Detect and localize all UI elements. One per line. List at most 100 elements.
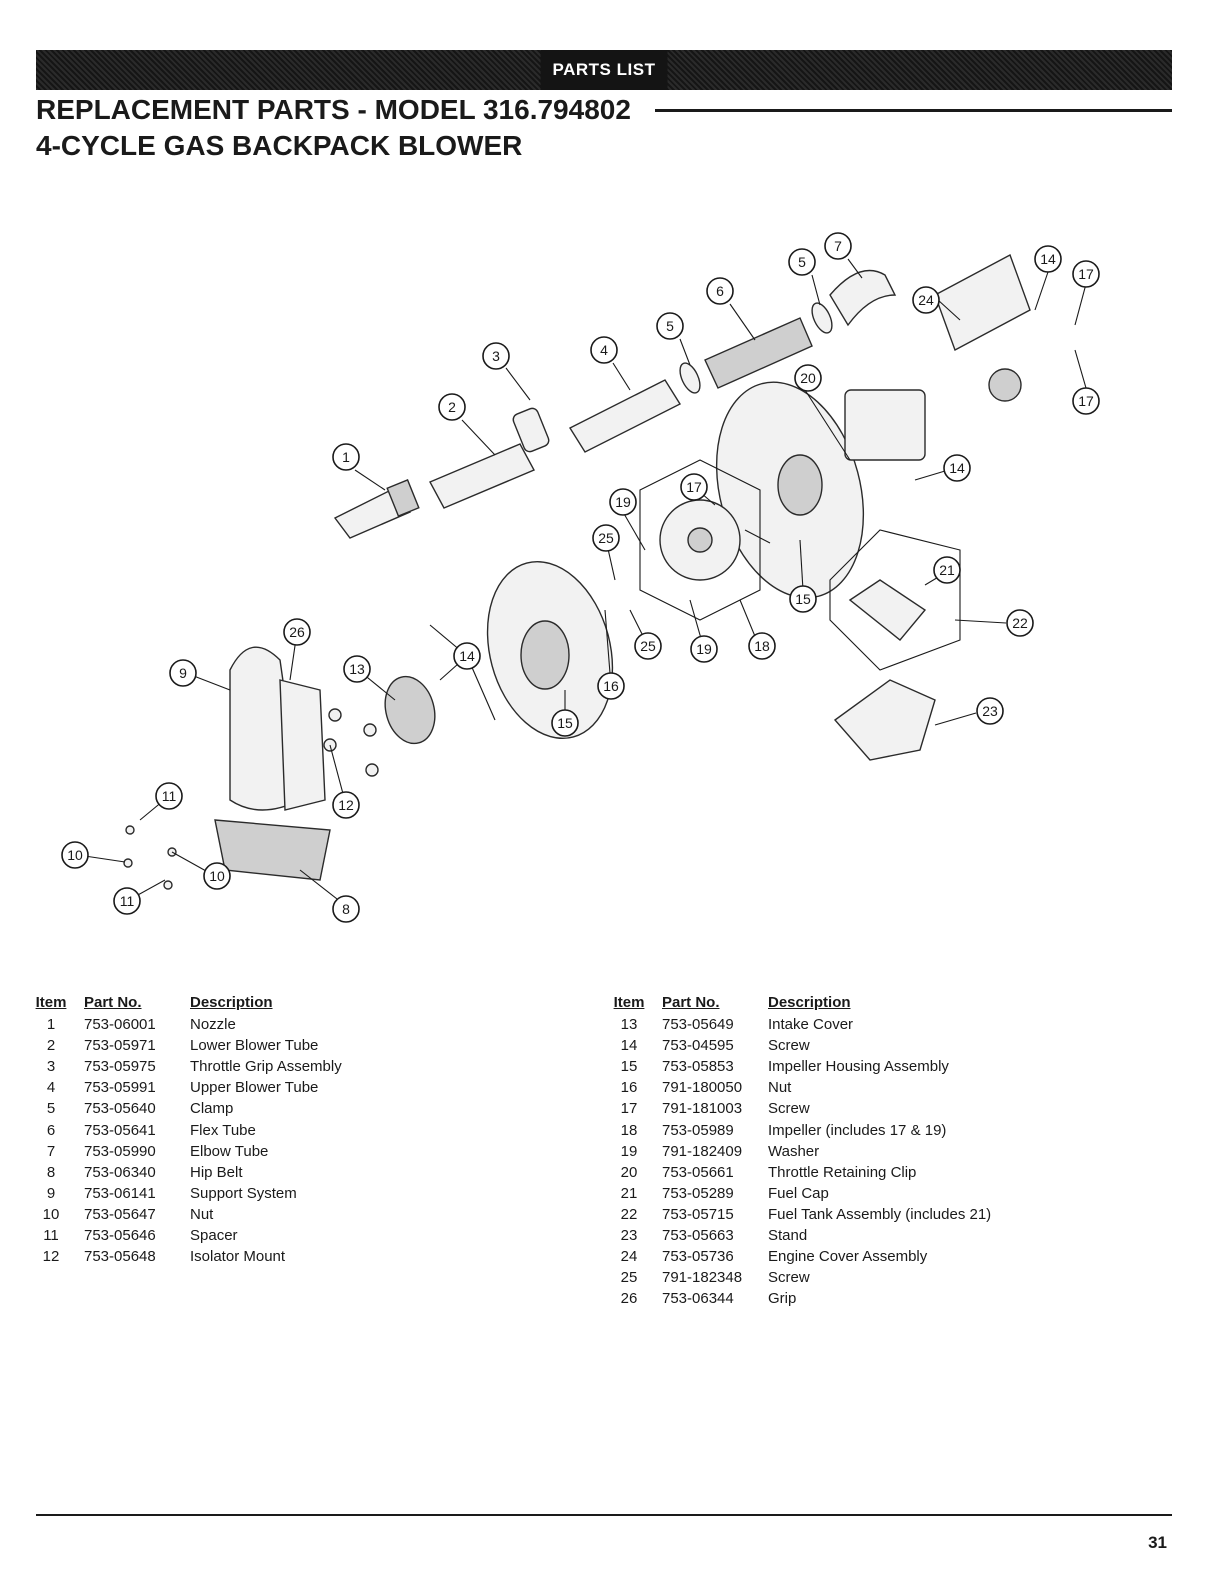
item-number: 18 <box>620 1121 638 1139</box>
item-number: 4 <box>46 1079 56 1097</box>
part-number: 753-05649 <box>662 1016 734 1034</box>
svg-text:25: 25 <box>598 530 614 546</box>
svg-text:24: 24 <box>918 292 934 308</box>
item-number: 14 <box>620 1037 638 1055</box>
part-number: 753-06344 <box>662 1290 734 1308</box>
item-number: 19 <box>620 1142 638 1160</box>
banner-label: PARTS LIST <box>540 50 668 90</box>
part-description: Screw <box>768 1037 810 1055</box>
column-header-item: Item <box>613 993 645 1011</box>
item-number: 10 <box>42 1205 60 1223</box>
svg-text:12: 12 <box>338 797 354 813</box>
part-number: 753-05736 <box>662 1248 734 1266</box>
callout-13: 13 <box>343 655 371 683</box>
callout-12: 12 <box>332 791 360 819</box>
item-number: 22 <box>620 1205 638 1223</box>
part-description: Impeller (includes 17 & 19) <box>768 1121 947 1139</box>
callout-1: 1 <box>332 443 360 471</box>
exploded-parts-diagram: 1 2 3 4 5 5 6 7 8 9 10 10 11 11 12 13 14… <box>61 232 1100 923</box>
part-number: 791-181003 <box>662 1100 743 1118</box>
item-number: 11 <box>43 1226 59 1244</box>
part-description: Clamp <box>190 1100 234 1118</box>
column-header-description: Description <box>190 993 273 1011</box>
callout-3: 3 <box>482 342 510 370</box>
svg-text:9: 9 <box>179 665 187 681</box>
part-number: 753-05991 <box>84 1079 156 1097</box>
callout-14c: 14 <box>1034 245 1062 273</box>
part-number: 753-05661 <box>662 1163 734 1181</box>
svg-text:15: 15 <box>557 715 573 731</box>
column-header-part-no: Part No. <box>662 993 720 1011</box>
svg-text:26: 26 <box>289 624 305 640</box>
part-description: Impeller Housing Assembly <box>768 1058 949 1076</box>
callout-15a: 15 <box>789 585 817 613</box>
svg-text:25: 25 <box>640 638 656 654</box>
footer-rule <box>36 1514 1172 1516</box>
svg-text:17: 17 <box>1078 393 1094 409</box>
impeller-housing-drawing <box>384 381 865 745</box>
item-number: 15 <box>620 1058 638 1076</box>
item-number: 17 <box>620 1100 638 1118</box>
svg-text:7: 7 <box>834 238 842 254</box>
callout-17c: 17 <box>1072 387 1100 415</box>
callout-23: 23 <box>976 697 1004 725</box>
part-description: Support System <box>190 1184 297 1202</box>
callout-24: 24 <box>912 286 940 314</box>
svg-text:5: 5 <box>666 318 674 334</box>
part-number: 753-04595 <box>662 1037 734 1055</box>
svg-text:18: 18 <box>754 638 770 654</box>
callout-25b: 25 <box>634 632 662 660</box>
blower-tube-drawing <box>333 269 897 539</box>
svg-text:15: 15 <box>795 591 811 607</box>
item-number: 2 <box>46 1037 56 1055</box>
part-number: 791-182409 <box>662 1142 743 1160</box>
callout-16: 16 <box>597 672 625 700</box>
column-header-item: Item <box>35 993 67 1011</box>
part-number: 753-05715 <box>662 1205 734 1223</box>
item-number: 26 <box>620 1290 638 1308</box>
callout-11a: 11 <box>155 782 183 810</box>
item-number: 13 <box>620 1016 638 1034</box>
part-number: 753-05640 <box>84 1100 156 1118</box>
leader-lines <box>77 258 1087 907</box>
callout-19a: 19 <box>609 488 637 516</box>
item-number: 16 <box>620 1079 638 1097</box>
item-number: 8 <box>46 1163 56 1181</box>
callout-10a: 10 <box>61 841 89 869</box>
part-number: 753-06001 <box>84 1016 156 1034</box>
page-title: REPLACEMENT PARTS - MODEL 316.794802 <box>36 94 631 125</box>
title-rule <box>655 109 1172 112</box>
part-description: Screw <box>768 1269 810 1287</box>
backpack-harness-drawing <box>123 646 379 890</box>
part-description: Screw <box>768 1100 810 1118</box>
callout-4: 4 <box>590 336 618 364</box>
part-number: 753-05975 <box>84 1058 156 1076</box>
engine-drawing <box>829 254 1031 761</box>
part-number: 753-06141 <box>84 1184 156 1202</box>
part-number: 753-05648 <box>84 1248 156 1266</box>
svg-text:21: 21 <box>939 562 955 578</box>
svg-text:23: 23 <box>982 703 998 719</box>
svg-text:22: 22 <box>1012 615 1028 631</box>
column-header-description: Description <box>768 993 851 1011</box>
page-subtitle: 4-CYCLE GAS BACKPACK BLOWER <box>36 130 523 161</box>
callout-17a: 17 <box>680 473 708 501</box>
item-number: 24 <box>620 1248 638 1266</box>
part-description: Throttle Retaining Clip <box>768 1163 917 1181</box>
part-description: Nozzle <box>190 1016 236 1034</box>
callout-19b: 19 <box>690 635 718 663</box>
callout-5a: 5 <box>656 312 684 340</box>
callout-7: 7 <box>824 232 852 260</box>
svg-text:17: 17 <box>1078 266 1094 282</box>
